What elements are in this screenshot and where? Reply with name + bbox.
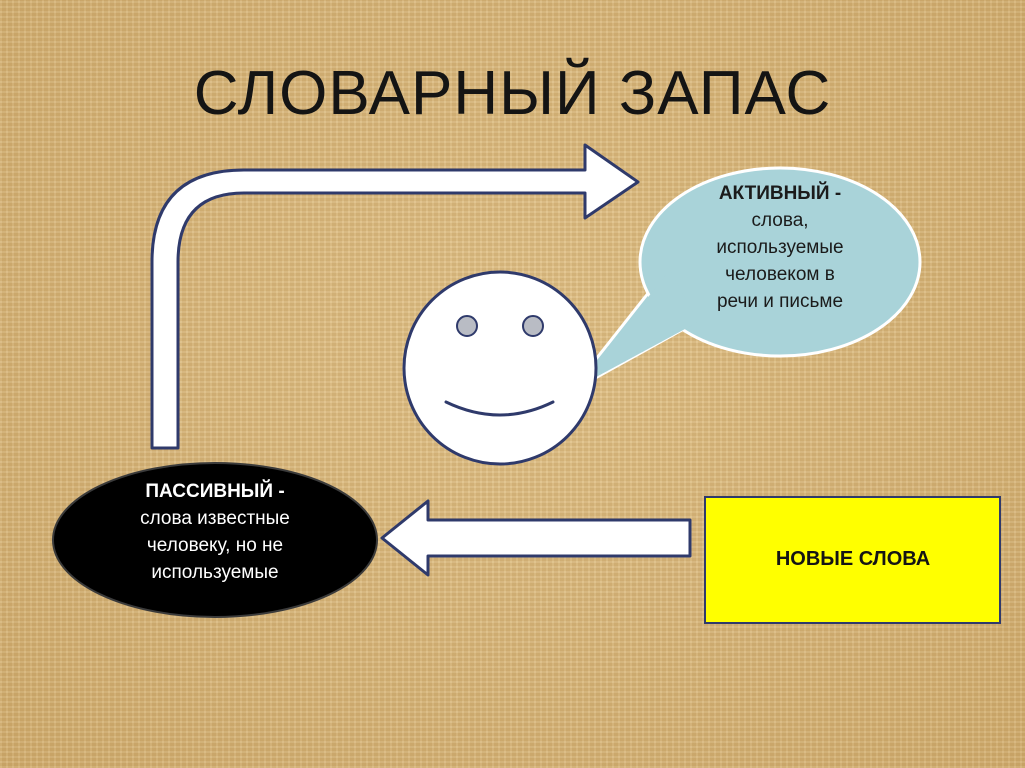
curved-arrow-passive-to-active — [150, 143, 640, 450]
smiley-face-icon — [402, 270, 598, 466]
passive-heading: ПАССИВНЫЙ - — [145, 481, 285, 502]
speech-bubble-active — [638, 166, 922, 358]
passive-line: используемые — [151, 562, 279, 583]
arrow-new-to-passive — [380, 499, 692, 577]
passive-description: ПАССИВНЫЙ - слова известные человеку, но… — [70, 478, 360, 586]
new-words-label: НОВЫЕ СЛОВА — [775, 548, 931, 570]
active-heading: АКТИВНЫЙ - — [718, 183, 842, 204]
new-words-box — [704, 496, 1001, 624]
page-title: СЛОВАРНЫЙ ЗАПАС — [193, 59, 832, 128]
active-description: АКТИВНЫЙ - слова, используемые человеком… — [660, 180, 900, 315]
active-line: используемые — [716, 237, 844, 258]
active-line: слова, — [751, 210, 809, 231]
speech-bubble-tail-cover — [574, 270, 698, 389]
passive-line: человеку, но не — [146, 535, 284, 556]
active-line: речи и письме — [716, 291, 844, 312]
passive-ellipse — [52, 462, 378, 618]
active-line: человеком в — [725, 264, 835, 285]
passive-line: слова известные — [140, 508, 290, 529]
